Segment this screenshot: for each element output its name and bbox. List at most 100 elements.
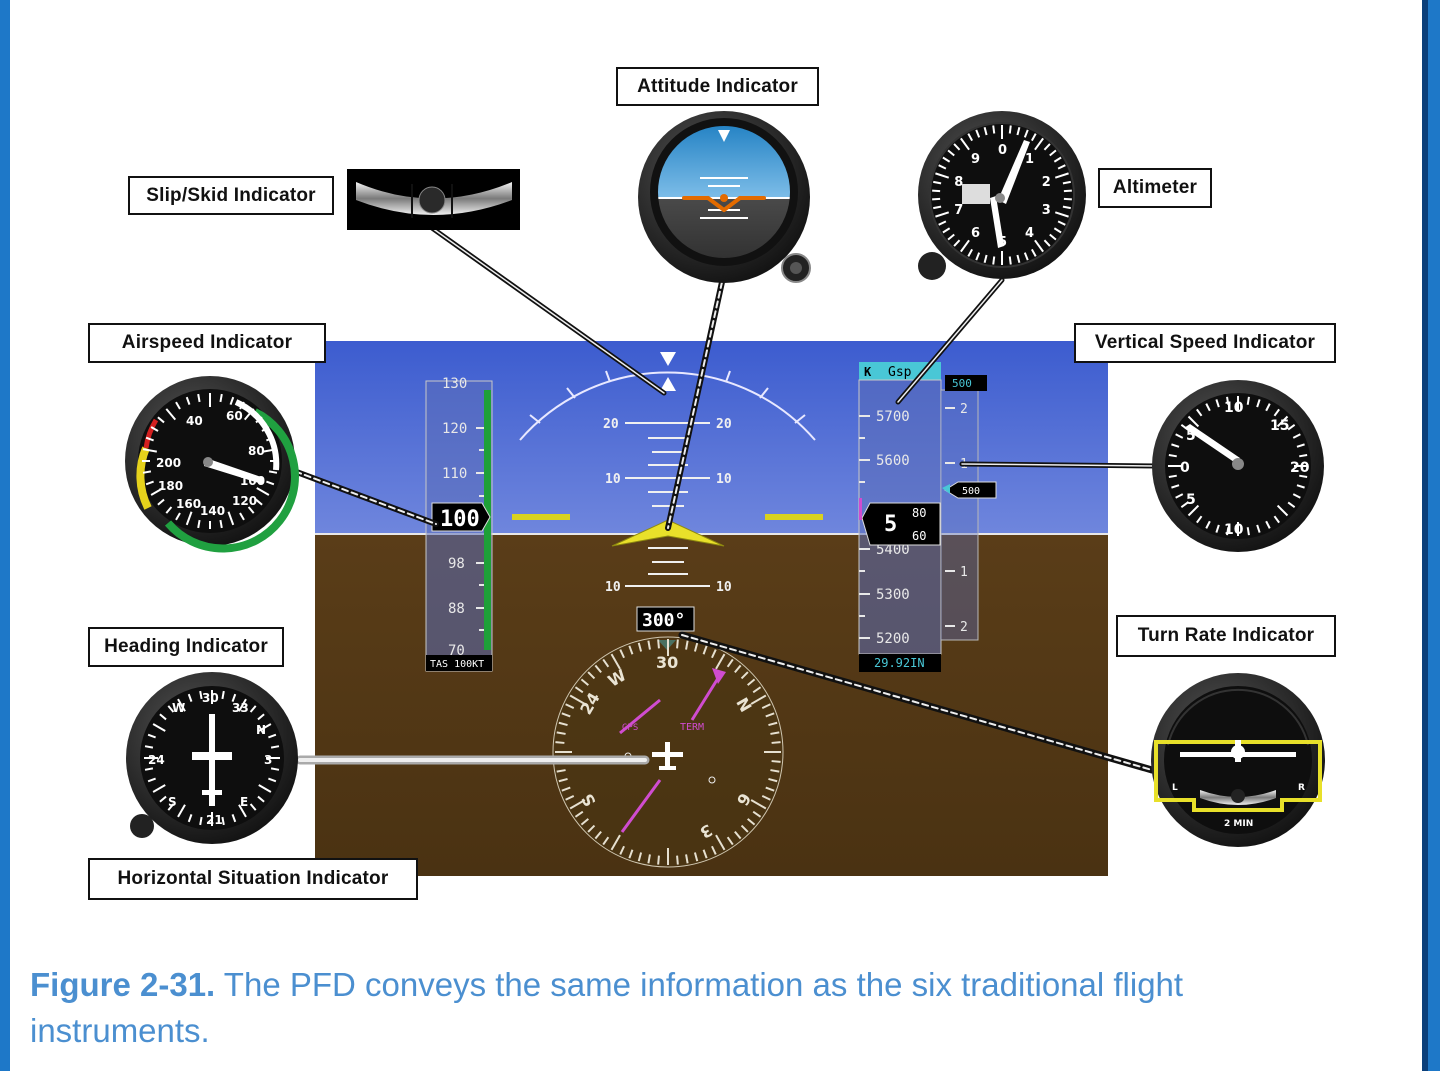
tick-mark	[935, 172, 950, 179]
asi-label: 160	[176, 497, 201, 511]
tick-mark	[983, 126, 988, 136]
tick-mark	[1273, 515, 1280, 524]
airspeed-tick-label: 88	[448, 601, 465, 617]
altitude-rolling-digit: 80	[912, 506, 926, 520]
tick-mark	[580, 818, 589, 826]
tas-readout: TAS 100KT	[430, 659, 484, 670]
tick-mark	[587, 671, 596, 680]
vsi-label: 5	[1186, 492, 1196, 508]
tick-mark	[619, 845, 625, 855]
tick-mark	[257, 795, 265, 803]
tick-mark	[221, 690, 225, 700]
vsi-scale: 500 2 1 1 2 500	[941, 375, 997, 641]
heading-label: N	[256, 723, 266, 737]
tick-mark	[1054, 172, 1069, 179]
tick-mark	[1296, 443, 1305, 448]
tick-mark	[765, 786, 775, 792]
tick-mark	[556, 731, 566, 735]
tick-mark	[932, 197, 941, 201]
tick-mark	[175, 401, 181, 410]
tick-mark	[565, 703, 575, 709]
tick-mark	[752, 686, 762, 694]
heading-indicator-gauge: W 30 33 N 3 E 21 S 24	[126, 672, 298, 844]
tick-mark	[1287, 501, 1296, 508]
heading-label: W	[172, 701, 185, 715]
baro-setting: 29.92IN	[874, 656, 925, 670]
altitude-tick-label: 5200	[876, 631, 910, 647]
vsi-gauge: 10 15 20 5 0 5 10	[1152, 380, 1324, 552]
tick-mark	[152, 784, 166, 793]
asi-label: 60	[226, 409, 243, 423]
asi-label: 120	[232, 494, 257, 508]
tick-mark	[1296, 484, 1305, 489]
tick-mark	[221, 816, 225, 826]
tick-mark	[258, 784, 272, 793]
tick-mark	[231, 814, 237, 823]
tick-mark	[1175, 433, 1184, 439]
tick-mark	[702, 645, 708, 655]
tick-mark	[249, 705, 257, 713]
tick-mark	[1063, 189, 1072, 193]
tick-mark	[1049, 149, 1057, 157]
callout-altimeter: Altimeter	[1098, 168, 1212, 208]
heading-label: S	[168, 795, 177, 809]
heading-label: 24	[148, 753, 165, 767]
tick-mark	[750, 694, 767, 705]
tick-mark	[255, 416, 263, 424]
slip-pointer	[660, 377, 676, 391]
tick-mark	[268, 733, 277, 739]
selected-altitude: Gsp	[888, 365, 912, 380]
airspeed-indicator-gauge: 40 60 80 100 120 140 160 180 200	[125, 376, 299, 553]
tick-mark	[231, 693, 237, 702]
tick-mark	[953, 239, 961, 247]
pitch-label: 10	[716, 472, 732, 487]
vs-tick-label: 2	[960, 402, 968, 417]
tick-mark	[142, 470, 152, 474]
tick-mark	[1292, 433, 1301, 439]
tick-mark	[702, 849, 708, 859]
tick-mark	[715, 834, 726, 851]
figure-caption-text: The PFD conveys the same information as …	[30, 966, 1184, 1049]
tick-mark	[1187, 415, 1200, 428]
vsi-label: 15	[1270, 418, 1289, 434]
tick-mark	[1273, 408, 1280, 417]
tick-mark	[177, 698, 186, 712]
tick-mark	[726, 658, 734, 668]
tick-mark	[947, 233, 955, 241]
tick-mark	[227, 511, 235, 526]
tick-mark	[933, 180, 942, 185]
tick-mark	[771, 741, 781, 744]
page-border-left	[0, 0, 10, 1071]
turn-label: L	[1172, 783, 1178, 793]
tick-mark	[768, 777, 778, 783]
tick-mark	[1016, 254, 1021, 264]
airspeed-tick-label: 120	[442, 421, 467, 437]
tick-mark	[602, 658, 610, 668]
page-border-right	[1428, 0, 1440, 1071]
attitude-indicator-gauge	[638, 111, 811, 283]
tick-mark	[266, 436, 275, 442]
tick-mark	[185, 396, 191, 405]
hsi-label: TERM	[680, 722, 704, 733]
heading-label: 30	[202, 691, 219, 705]
figure-caption: Figure 2-31. The PFD conveys the same in…	[30, 962, 1350, 1054]
tick-mark	[693, 642, 699, 652]
tick-mark	[1030, 248, 1037, 257]
tick-mark	[1196, 515, 1203, 524]
tick-mark	[555, 741, 565, 744]
tick-mark	[574, 810, 584, 818]
tick-mark	[953, 143, 961, 151]
tick-mark	[1205, 403, 1211, 412]
tick-mark	[992, 256, 996, 265]
tick-mark	[628, 645, 634, 655]
altimeter-number: 4	[1025, 226, 1034, 241]
tick-mark	[266, 480, 275, 486]
tick-mark	[1023, 129, 1029, 138]
tick-mark	[1287, 424, 1296, 431]
tick-mark	[1187, 504, 1200, 517]
tick-mark	[175, 512, 181, 521]
turn-label: R	[1298, 783, 1305, 793]
tick-mark	[574, 686, 584, 694]
tick-mark	[1276, 504, 1289, 517]
altimeter-number: 6	[971, 226, 980, 241]
